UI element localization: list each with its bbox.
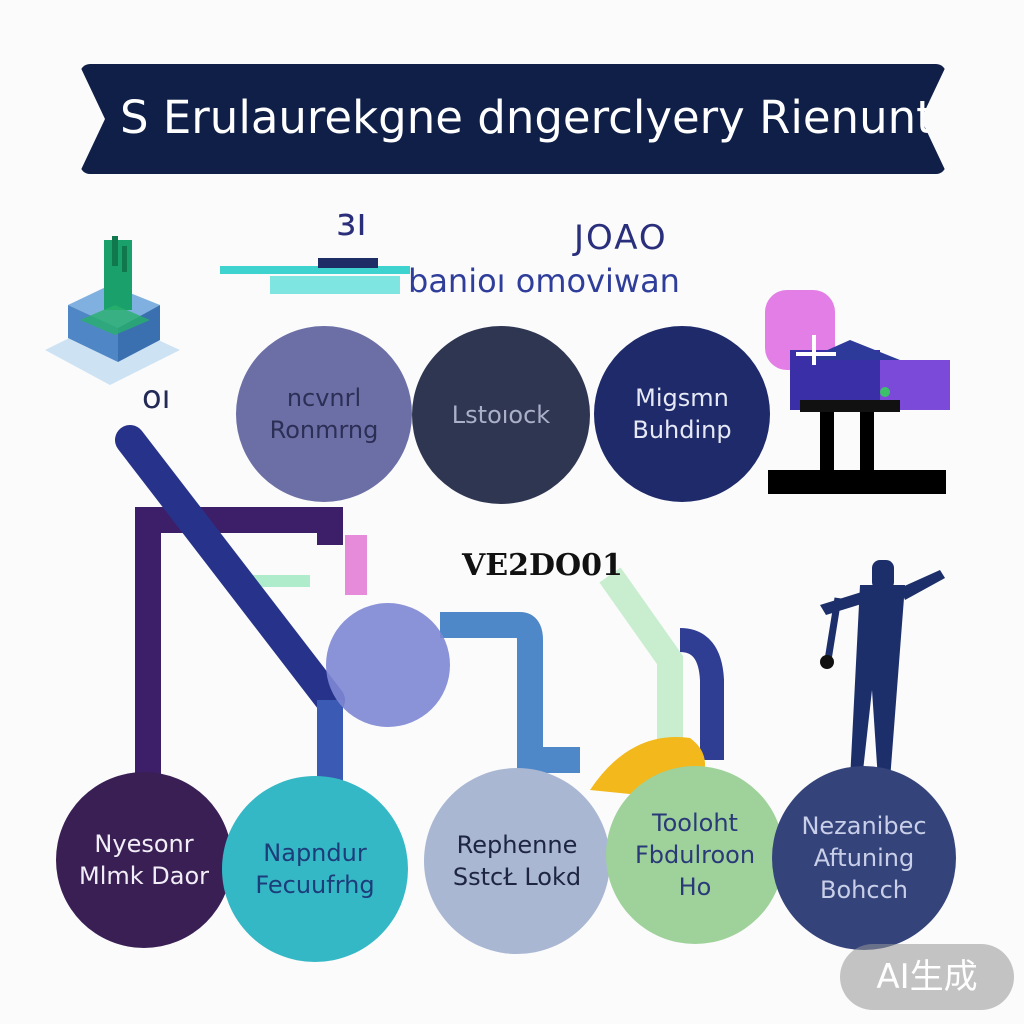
pink-connector: [345, 535, 367, 595]
bottom-node-2: Napndur Fecuufrhg: [222, 776, 408, 962]
navy-pipe: [678, 628, 724, 760]
node-line: Aftuning: [813, 844, 915, 872]
ai-generated-watermark: AI生成: [840, 944, 1014, 1010]
purple-connector: [135, 507, 343, 780]
top-node-1: ncvnrl Ronmrng: [236, 326, 412, 502]
diagonal-connector: [115, 425, 345, 715]
green-bar: [250, 575, 310, 587]
node-line: Mlmk Daor: [78, 862, 210, 890]
node-line: Napndur: [263, 839, 367, 867]
node-line: Fbdulroon: [634, 841, 756, 869]
node-line: Migsmn: [635, 384, 729, 412]
node-line: Fecuufrhg: [255, 871, 375, 899]
top-number-label: JOAO: [574, 218, 668, 258]
node-line: Rephenne: [456, 831, 578, 859]
bottom-node-4: Tooloht Fbdulroon Ho: [606, 766, 784, 944]
bottom-node-3: Rephenne SstcŁ Lokd: [424, 768, 610, 954]
node-line: Ronmrng: [269, 416, 379, 444]
bottom-node-5: Nezanibec Aftuning Bohcch: [772, 766, 956, 950]
person-figure-icon: [820, 560, 945, 780]
node-line: SstcŁ Lokd: [452, 863, 582, 891]
node-line: Buhdinp: [632, 416, 732, 444]
node-line: Lstoıock: [451, 401, 551, 429]
cyan-bar-lower: [270, 276, 400, 294]
top-node-2: Lstoıock: [412, 326, 590, 504]
node-line: Nyesonr: [94, 830, 194, 858]
top-node-3: Migsmn Buhdinp: [594, 326, 770, 502]
node-line: ncvnrl: [286, 384, 362, 412]
green-pipe: [599, 567, 683, 760]
node-line: Ho: [678, 873, 712, 901]
bottom-node-1: Nyesonr Mlmk Daor: [56, 772, 232, 948]
banner-title: S Erulaurekgne dngerclуery Rienunt: [120, 91, 934, 144]
navy-bar-top: [318, 258, 378, 268]
top-row-label: banioı omoviwan: [408, 262, 680, 300]
office-building-icon: [765, 290, 950, 494]
center-node: [326, 603, 450, 727]
middle-label: VE2DO01: [462, 548, 623, 583]
title-banner: S Erulaurekgne dngerclуery Rienunt: [79, 64, 947, 174]
top-small-label: зı: [336, 200, 367, 244]
node-line: Tooloht: [652, 809, 738, 837]
tower-building-icon: [45, 236, 180, 385]
blue-pipe-mid: [440, 612, 580, 773]
left-small-label: oı: [142, 378, 171, 416]
node-line: Bohcch: [820, 876, 908, 904]
node-line: Nezanibec: [801, 812, 927, 840]
cyan-bar: [220, 266, 410, 274]
